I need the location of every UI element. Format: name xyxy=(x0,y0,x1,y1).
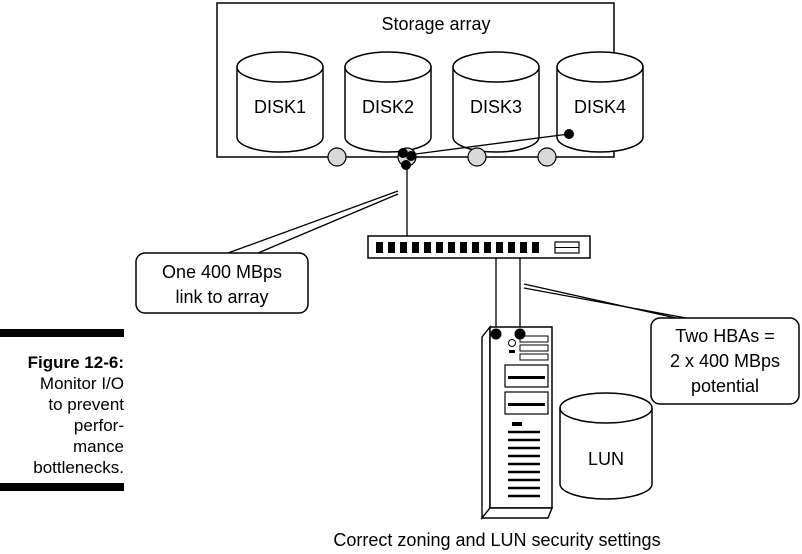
drive-bay-2 xyxy=(519,344,549,352)
bottom-caption: Correct zoning and LUN security settings xyxy=(333,530,660,550)
switch-port xyxy=(400,242,407,253)
callout-array-link: One 400 MBps link to array xyxy=(135,190,399,314)
switch-port xyxy=(436,242,443,253)
lun-top xyxy=(559,392,653,424)
switch-port xyxy=(424,242,431,253)
switch-port xyxy=(472,242,479,253)
switch-port xyxy=(460,242,467,253)
figure-label: Figure 12-6: xyxy=(27,353,124,372)
server-base xyxy=(480,507,554,519)
callout-array-leader-1 xyxy=(227,190,399,254)
callout-array-line-1: One 400 MBps xyxy=(162,262,282,282)
drive-bay-3 xyxy=(519,353,549,361)
disk-2-label: DISK2 xyxy=(362,97,414,117)
switch-port xyxy=(532,242,539,253)
callout-hbas: Two HBAs = 2 x 400 MBps potential xyxy=(523,283,800,405)
floppy-slot xyxy=(512,422,522,426)
hba-connector-1 xyxy=(490,328,502,340)
switch-port xyxy=(376,242,383,253)
disk-4-body xyxy=(556,67,644,153)
figure-caption-text: Monitor I/O to prevent perfor- mance bot… xyxy=(33,373,124,478)
array-port-1 xyxy=(327,147,347,167)
caption-line: Monitor I/O xyxy=(39,374,124,393)
switch-port xyxy=(412,242,419,253)
callout-array-box xyxy=(135,252,309,314)
disk-1-top xyxy=(236,51,324,83)
callout-hba-box xyxy=(650,317,800,405)
switch-port xyxy=(508,242,515,253)
disk-1-label: DISK1 xyxy=(254,97,306,117)
fc-switch xyxy=(367,235,591,259)
lun-disk: LUN xyxy=(559,392,653,500)
port-connector-dot-right xyxy=(406,151,416,161)
disk-3-top xyxy=(452,51,540,83)
disk4-to-port-link xyxy=(407,133,570,156)
disk-2: DISK2 xyxy=(344,51,432,153)
switch-port xyxy=(520,242,527,253)
disk-4-label: DISK4 xyxy=(574,97,626,117)
caption-line: perfor- xyxy=(73,416,124,435)
storage-array-title: Storage array xyxy=(381,14,490,34)
optical-drive-2-slot xyxy=(508,403,545,406)
server-vents xyxy=(508,430,540,498)
switch-port-row xyxy=(376,242,539,253)
switch-port xyxy=(484,242,491,253)
disk-3-label: DISK3 xyxy=(470,97,522,117)
caption-top-rule xyxy=(0,329,124,337)
caption-line: mance xyxy=(72,437,124,456)
caption-bottom-rule xyxy=(0,483,124,491)
disk-2-body xyxy=(344,67,432,153)
server xyxy=(480,325,554,520)
hba-connector-2 xyxy=(514,328,526,340)
figure-caption: Figure 12-6: Monitor I/O to prevent perf… xyxy=(0,0,124,554)
disk4-connector-dot xyxy=(564,129,574,139)
callout-hba-line-2: 2 x 400 MBps xyxy=(670,351,780,371)
switch-port xyxy=(388,242,395,253)
callout-hba-leader-2 xyxy=(523,287,687,319)
power-button-icon xyxy=(508,339,516,347)
disk-3: DISK3 xyxy=(452,51,540,153)
switch-port xyxy=(448,242,455,253)
disk-4: DISK4 xyxy=(556,51,644,153)
port-connector-dot-bottom xyxy=(401,160,411,170)
disk-1: DISK1 xyxy=(236,51,324,153)
switch-port xyxy=(496,242,503,253)
array-port-4 xyxy=(537,147,557,167)
disk-2-top xyxy=(344,51,432,83)
callout-hba-line-1: Two HBAs = xyxy=(675,326,775,346)
disk-3-body xyxy=(452,67,540,153)
lun-label: LUN xyxy=(588,449,624,469)
callout-hba-line-3: potential xyxy=(691,376,759,396)
callout-array-line-2: link to array xyxy=(175,287,268,307)
power-led xyxy=(509,350,515,353)
disk-1-body xyxy=(236,67,324,153)
lun-body xyxy=(559,408,653,500)
array-port-3 xyxy=(467,147,487,167)
callout-hba-leader-1 xyxy=(523,283,677,319)
caption-line: bottlenecks. xyxy=(33,458,124,477)
optical-drive-1-slot xyxy=(508,376,545,379)
disk-4-top xyxy=(556,51,644,83)
callout-array-leader-2 xyxy=(257,193,399,254)
port-connector-dot-top xyxy=(398,148,408,158)
caption-line: to prevent xyxy=(48,395,124,414)
server-side xyxy=(481,325,491,520)
